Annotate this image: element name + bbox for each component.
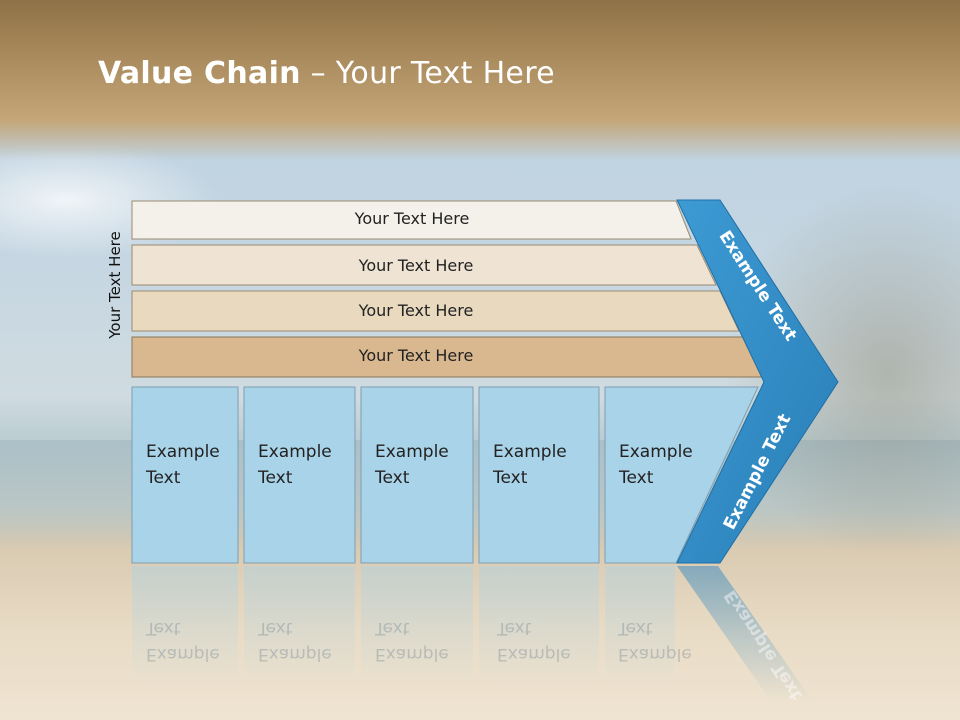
background-cloud xyxy=(0,140,220,260)
bar-2[interactable] xyxy=(131,244,717,286)
header-band xyxy=(0,0,960,160)
title-rest: – Your Text Here xyxy=(300,56,555,91)
bar-1-label: Your Text Here xyxy=(354,209,470,228)
chevron-reflection xyxy=(677,566,812,700)
box-3-reflection xyxy=(361,566,473,686)
slide-title[interactable]: Value Chain – Your Text Here xyxy=(98,56,555,91)
bar-3[interactable] xyxy=(131,290,740,332)
box-5-reflection xyxy=(605,566,675,686)
box-4-reflection xyxy=(479,566,599,686)
bar-2-label: Your Text Here xyxy=(358,256,474,275)
title-bold: Value Chain xyxy=(98,56,301,91)
box-3[interactable] xyxy=(360,386,474,564)
box-2[interactable] xyxy=(243,386,356,564)
chevron-arrow[interactable] xyxy=(676,199,839,564)
bar-1[interactable] xyxy=(131,200,692,240)
box-4[interactable] xyxy=(478,386,600,564)
box-1[interactable] xyxy=(131,386,239,564)
box-1-reflection xyxy=(132,566,238,686)
bar-3-label: Your Text Here xyxy=(358,301,474,320)
box-5[interactable] xyxy=(604,386,759,564)
box-2-reflection xyxy=(244,566,355,686)
bar-4-label: Your Text Here xyxy=(358,346,474,365)
